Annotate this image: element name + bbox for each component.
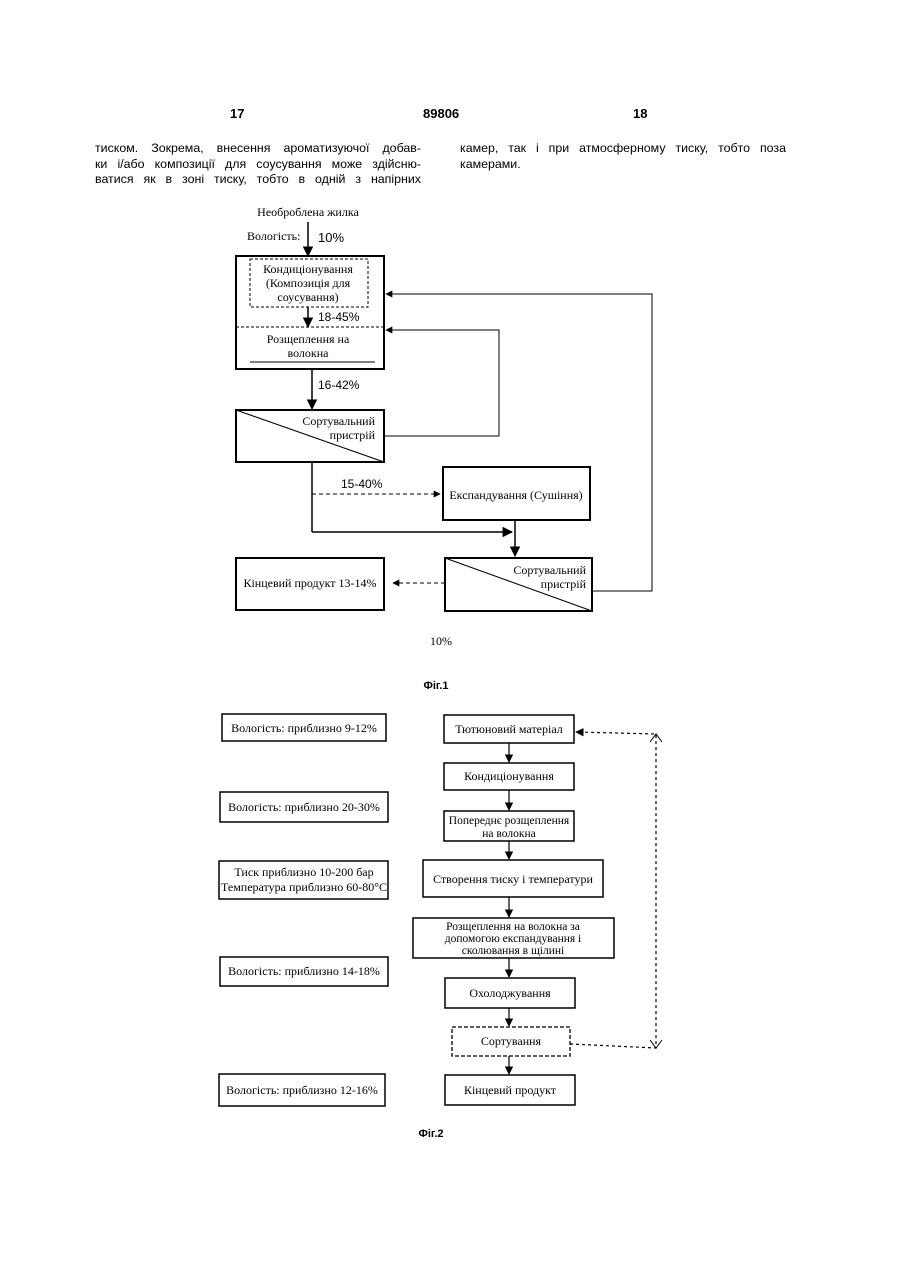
fig2-step-text: Тютюновий матеріал xyxy=(455,722,563,736)
fig1-moisture-value: 10% xyxy=(318,230,344,245)
fig1-diagram: Необроблена жилка Вологість: 10% Кондиці… xyxy=(236,205,652,692)
fig2-step-text: Сортування xyxy=(481,1034,542,1048)
fig2-note-text: Температура приблизно 60-80°C xyxy=(221,880,387,894)
fig1-recycle-arrow xyxy=(384,330,499,436)
fig2-diagram: Вологість: приблизно 9-12% Вологість: пр… xyxy=(219,714,662,1140)
fig2-note-text: Вологість: приблизно 9-12% xyxy=(231,721,377,735)
fig1-sorter-2-line: Сортувальний xyxy=(513,563,586,577)
fig1-cutting-line: Розщеплення на xyxy=(267,332,350,346)
fig1-sorter-2-line: пристрій xyxy=(541,577,587,591)
fig2-caption: Фіг.2 xyxy=(418,1128,443,1140)
fig1-moisture-label: Вологість: xyxy=(247,229,300,243)
fig2-step-text: Охолоджування xyxy=(469,986,551,1000)
fig2-note-text: Вологість: приблизно 14-18% xyxy=(228,964,380,978)
fig2-step-text: на волокна xyxy=(482,828,535,840)
fig1-range-3: 15-40% xyxy=(341,477,383,491)
fig1-cutting-line: волокна xyxy=(288,346,330,360)
fig2-step-text: допомогою експандування і xyxy=(445,933,582,945)
fig1-conditioning-line: соусування) xyxy=(277,290,338,304)
fig2-step-text: Створення тиску і температури xyxy=(433,872,593,886)
fig1-range-1: 18-45% xyxy=(318,310,360,324)
fig1-final-product-label: Кінцевий продукт 13-14% xyxy=(243,576,376,590)
fig1-conditioning-line: (Композиція для xyxy=(266,276,351,290)
fig2-step-text: сколювання в щілині xyxy=(462,945,565,957)
fig2-note-text: Тиск приблизно 10-200 бар xyxy=(234,865,373,879)
fig2-note-text: Вологість: приблизно 12-16% xyxy=(226,1083,378,1097)
fig1-conditioning-line: Кондиціонування xyxy=(263,262,353,276)
fig1-input-label: Необроблена жилка xyxy=(257,205,359,219)
fig2-note-text: Вологість: приблизно 20-30% xyxy=(228,800,380,814)
fig2-step-text: Розщеплення на волокна за xyxy=(446,921,580,933)
fig1-range-2: 16-42% xyxy=(318,378,360,392)
fig1-expansion-label: Експандування (Сушіння) xyxy=(449,488,582,502)
fig2-recycle-arrow xyxy=(570,732,656,1048)
fig1-caption: Фіг.1 xyxy=(423,680,448,692)
fig2-step-text: Кондиціонування xyxy=(464,769,554,783)
fig1-sorter-1-line: пристрій xyxy=(330,428,376,442)
fig1-bottom-value: 10% xyxy=(430,634,452,648)
fig1-recycle-arrow xyxy=(386,294,652,591)
fig1-sorter-1-line: Сортувальний xyxy=(302,414,375,428)
fig2-step-text: Попереднє розщеплення xyxy=(449,815,570,827)
fig2-step-text: Кінцевий продукт xyxy=(464,1083,557,1097)
